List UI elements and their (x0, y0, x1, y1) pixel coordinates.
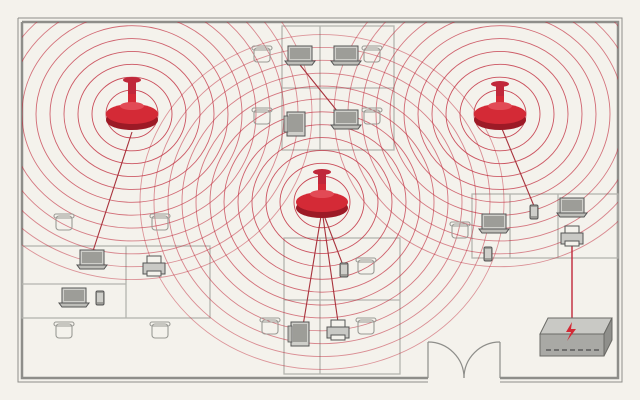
chair (355, 317, 377, 335)
signal-ring (195, 85, 449, 319)
signal-ring (22, 22, 243, 216)
signal-ring (63, 50, 201, 178)
laptop-icon (76, 249, 108, 270)
laptop-icon (284, 45, 316, 66)
signal-ring (22, 22, 285, 255)
wireless-links (91, 59, 535, 333)
signal-ring (251, 137, 393, 267)
client-devices (58, 45, 588, 347)
laptop-icon (58, 287, 90, 308)
laptop-icon (330, 109, 362, 130)
signal-ring (209, 98, 435, 306)
access-point-left (106, 77, 158, 130)
chair (53, 321, 75, 339)
chair (361, 45, 383, 63)
chairs (53, 45, 471, 339)
main-door (427, 341, 501, 379)
signal-ring (181, 72, 463, 332)
signal-ring (22, 22, 313, 281)
signal-ring (49, 38, 215, 190)
access-point-center (296, 169, 348, 218)
signal-ring (361, 22, 618, 242)
signal-ring (403, 25, 597, 203)
chair (449, 221, 471, 239)
desktop-monitor-icon (287, 321, 310, 347)
phone-icon (529, 204, 539, 220)
chair (259, 317, 281, 335)
phone-icon (339, 262, 349, 278)
phone-icon (483, 246, 493, 262)
chair (53, 213, 75, 231)
signal-ring (35, 25, 229, 203)
signal-ring (167, 59, 477, 345)
signal-ring (265, 150, 379, 254)
signal-ring (417, 38, 583, 190)
laptop-icon (556, 197, 588, 218)
chair (355, 257, 377, 275)
printer-icon (142, 255, 166, 277)
chair (149, 321, 171, 339)
access-point-right (474, 81, 526, 130)
lightning-bolt-icon (566, 322, 576, 341)
signal-ring (22, 22, 257, 229)
printer-icon (560, 225, 584, 247)
signal-ring (445, 63, 555, 165)
chair (149, 213, 171, 231)
desktop-monitor-icon (283, 111, 306, 137)
signal-ring (431, 50, 569, 178)
chair (361, 107, 383, 125)
signal-ring (223, 111, 421, 293)
signal-ring (237, 124, 407, 280)
network-switch (539, 317, 613, 357)
signal-ring (459, 76, 541, 152)
chair (251, 107, 273, 125)
signal-ring (77, 63, 187, 165)
laptop-icon (330, 45, 362, 66)
printer-icon (326, 319, 350, 341)
laptop-icon (478, 213, 510, 234)
phone-icon (95, 290, 105, 306)
chair (251, 45, 273, 63)
